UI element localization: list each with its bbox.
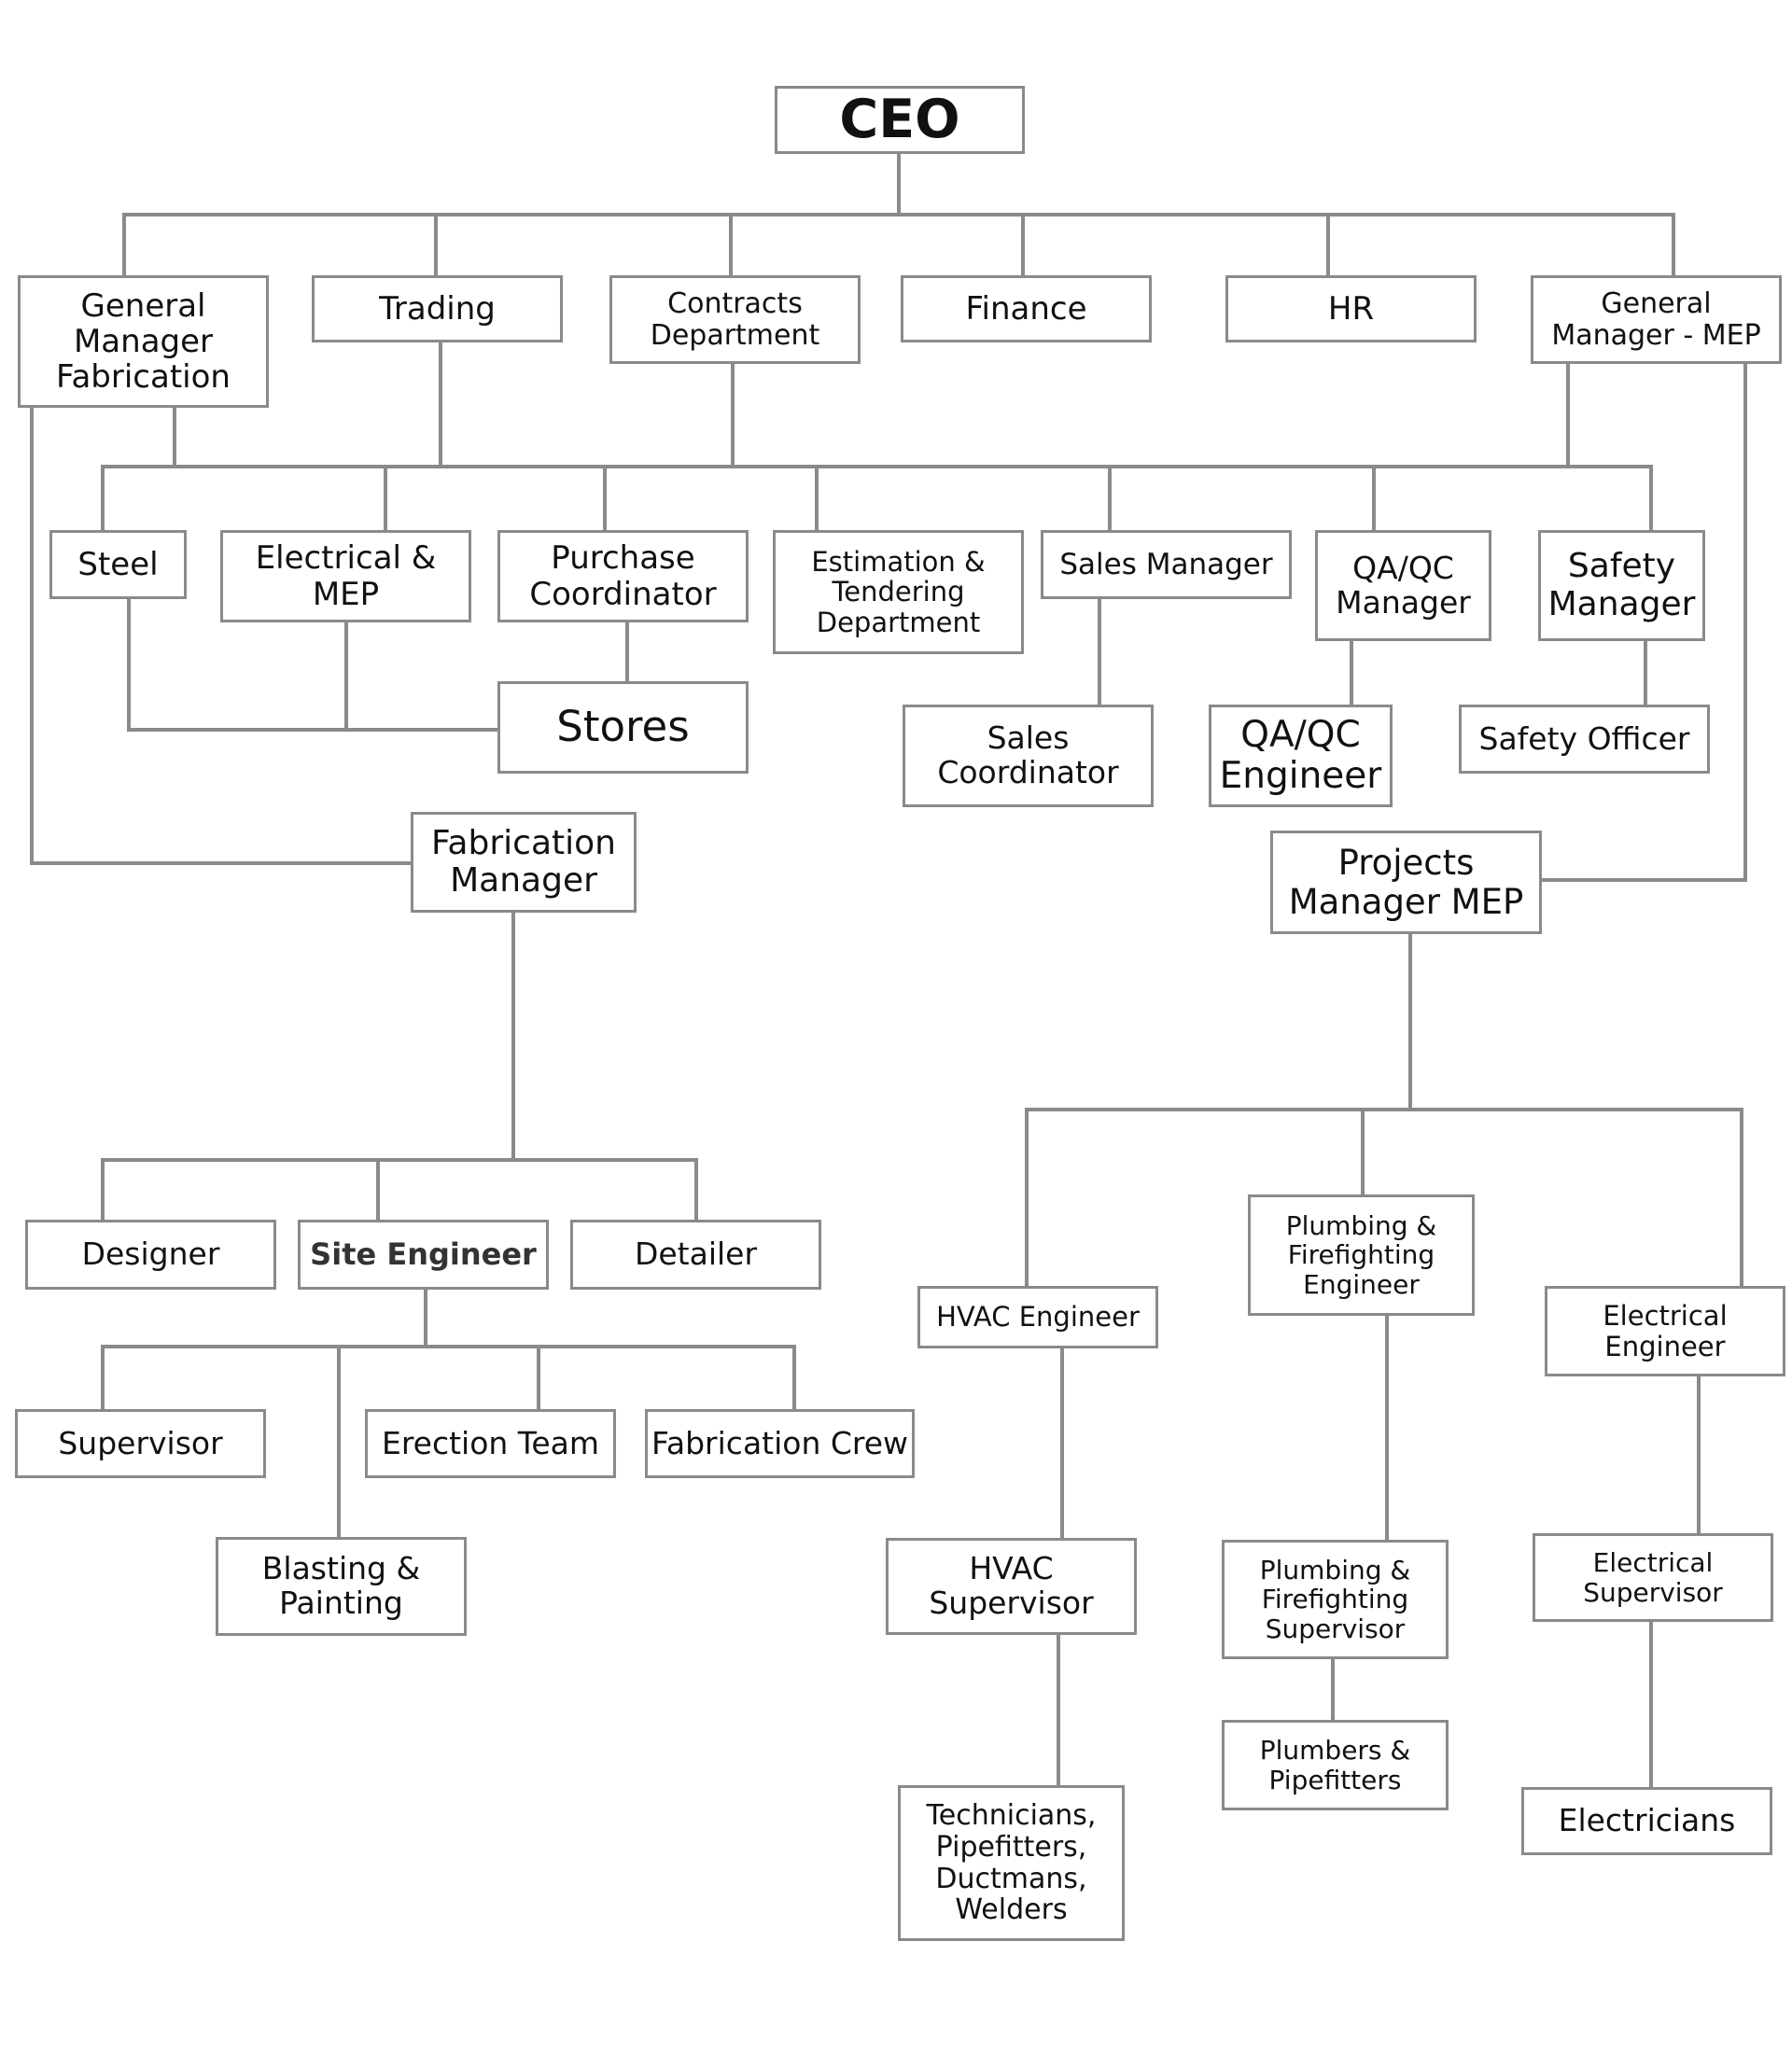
org-node-ceo: CEO	[775, 86, 1025, 154]
org-node-fabrication-crew: Fabrication Crew	[645, 1409, 915, 1478]
org-node-electricians: Electricians	[1521, 1787, 1772, 1855]
org-node-steel: Steel	[49, 530, 187, 599]
org-node-electrical-supervisor: Electrical Supervisor	[1533, 1533, 1773, 1622]
org-node-electrical-engineer: Electrical Engineer	[1545, 1286, 1785, 1376]
org-node-hr: HR	[1225, 275, 1477, 342]
org-node-fabrication-manager: Fabrication Manager	[411, 812, 637, 913]
org-node-plumbers-pipefitters: Plumbers & Pipefitters	[1222, 1720, 1449, 1810]
org-node-detailer: Detailer	[570, 1220, 821, 1290]
org-node-hvac-engineer: HVAC Engineer	[917, 1286, 1158, 1348]
org-node-sales-coordinator: Sales Coordinator	[903, 705, 1154, 807]
org-node-stores: Stores	[497, 681, 749, 774]
org-node-technicians: Technicians, Pipefitters, Ductmans, Weld…	[898, 1785, 1125, 1941]
org-node-qaqc-manager: QA/QC Manager	[1315, 530, 1491, 641]
org-node-plumbing-engineer: Plumbing & Firefighting Engineer	[1248, 1194, 1475, 1316]
org-node-contracts: Contracts Department	[609, 275, 861, 364]
org-node-sales-manager: Sales Manager	[1041, 530, 1292, 599]
org-node-trading: Trading	[312, 275, 563, 342]
org-node-qaqc-engineer: QA/QC Engineer	[1209, 705, 1393, 807]
org-node-safety-manager: Safety Manager	[1538, 530, 1705, 641]
org-node-electrical-mep: Electrical & MEP	[220, 530, 471, 622]
org-node-safety-officer: Safety Officer	[1459, 705, 1710, 774]
org-node-site-engineer: Site Engineer	[298, 1220, 549, 1290]
org-node-projects-manager-mep: Projects Manager MEP	[1270, 831, 1542, 934]
org-node-estimation-tendering: Estimation & Tendering Department	[773, 530, 1024, 654]
org-node-plumbing-supervisor: Plumbing & Firefighting Supervisor	[1222, 1540, 1449, 1659]
org-node-erection-team: Erection Team	[365, 1409, 616, 1478]
org-node-purchase-coordinator: Purchase Coordinator	[497, 530, 749, 622]
org-node-hvac-supervisor: HVAC Supervisor	[886, 1538, 1137, 1635]
org-node-finance: Finance	[901, 275, 1152, 342]
org-node-gm-mep: General Manager - MEP	[1531, 275, 1782, 364]
org-node-designer: Designer	[25, 1220, 276, 1290]
org-node-gm-fabrication: General Manager Fabrication	[18, 275, 269, 408]
org-node-blasting-painting: Blasting & Painting	[216, 1537, 467, 1636]
org-node-supervisor: Supervisor	[15, 1409, 266, 1478]
